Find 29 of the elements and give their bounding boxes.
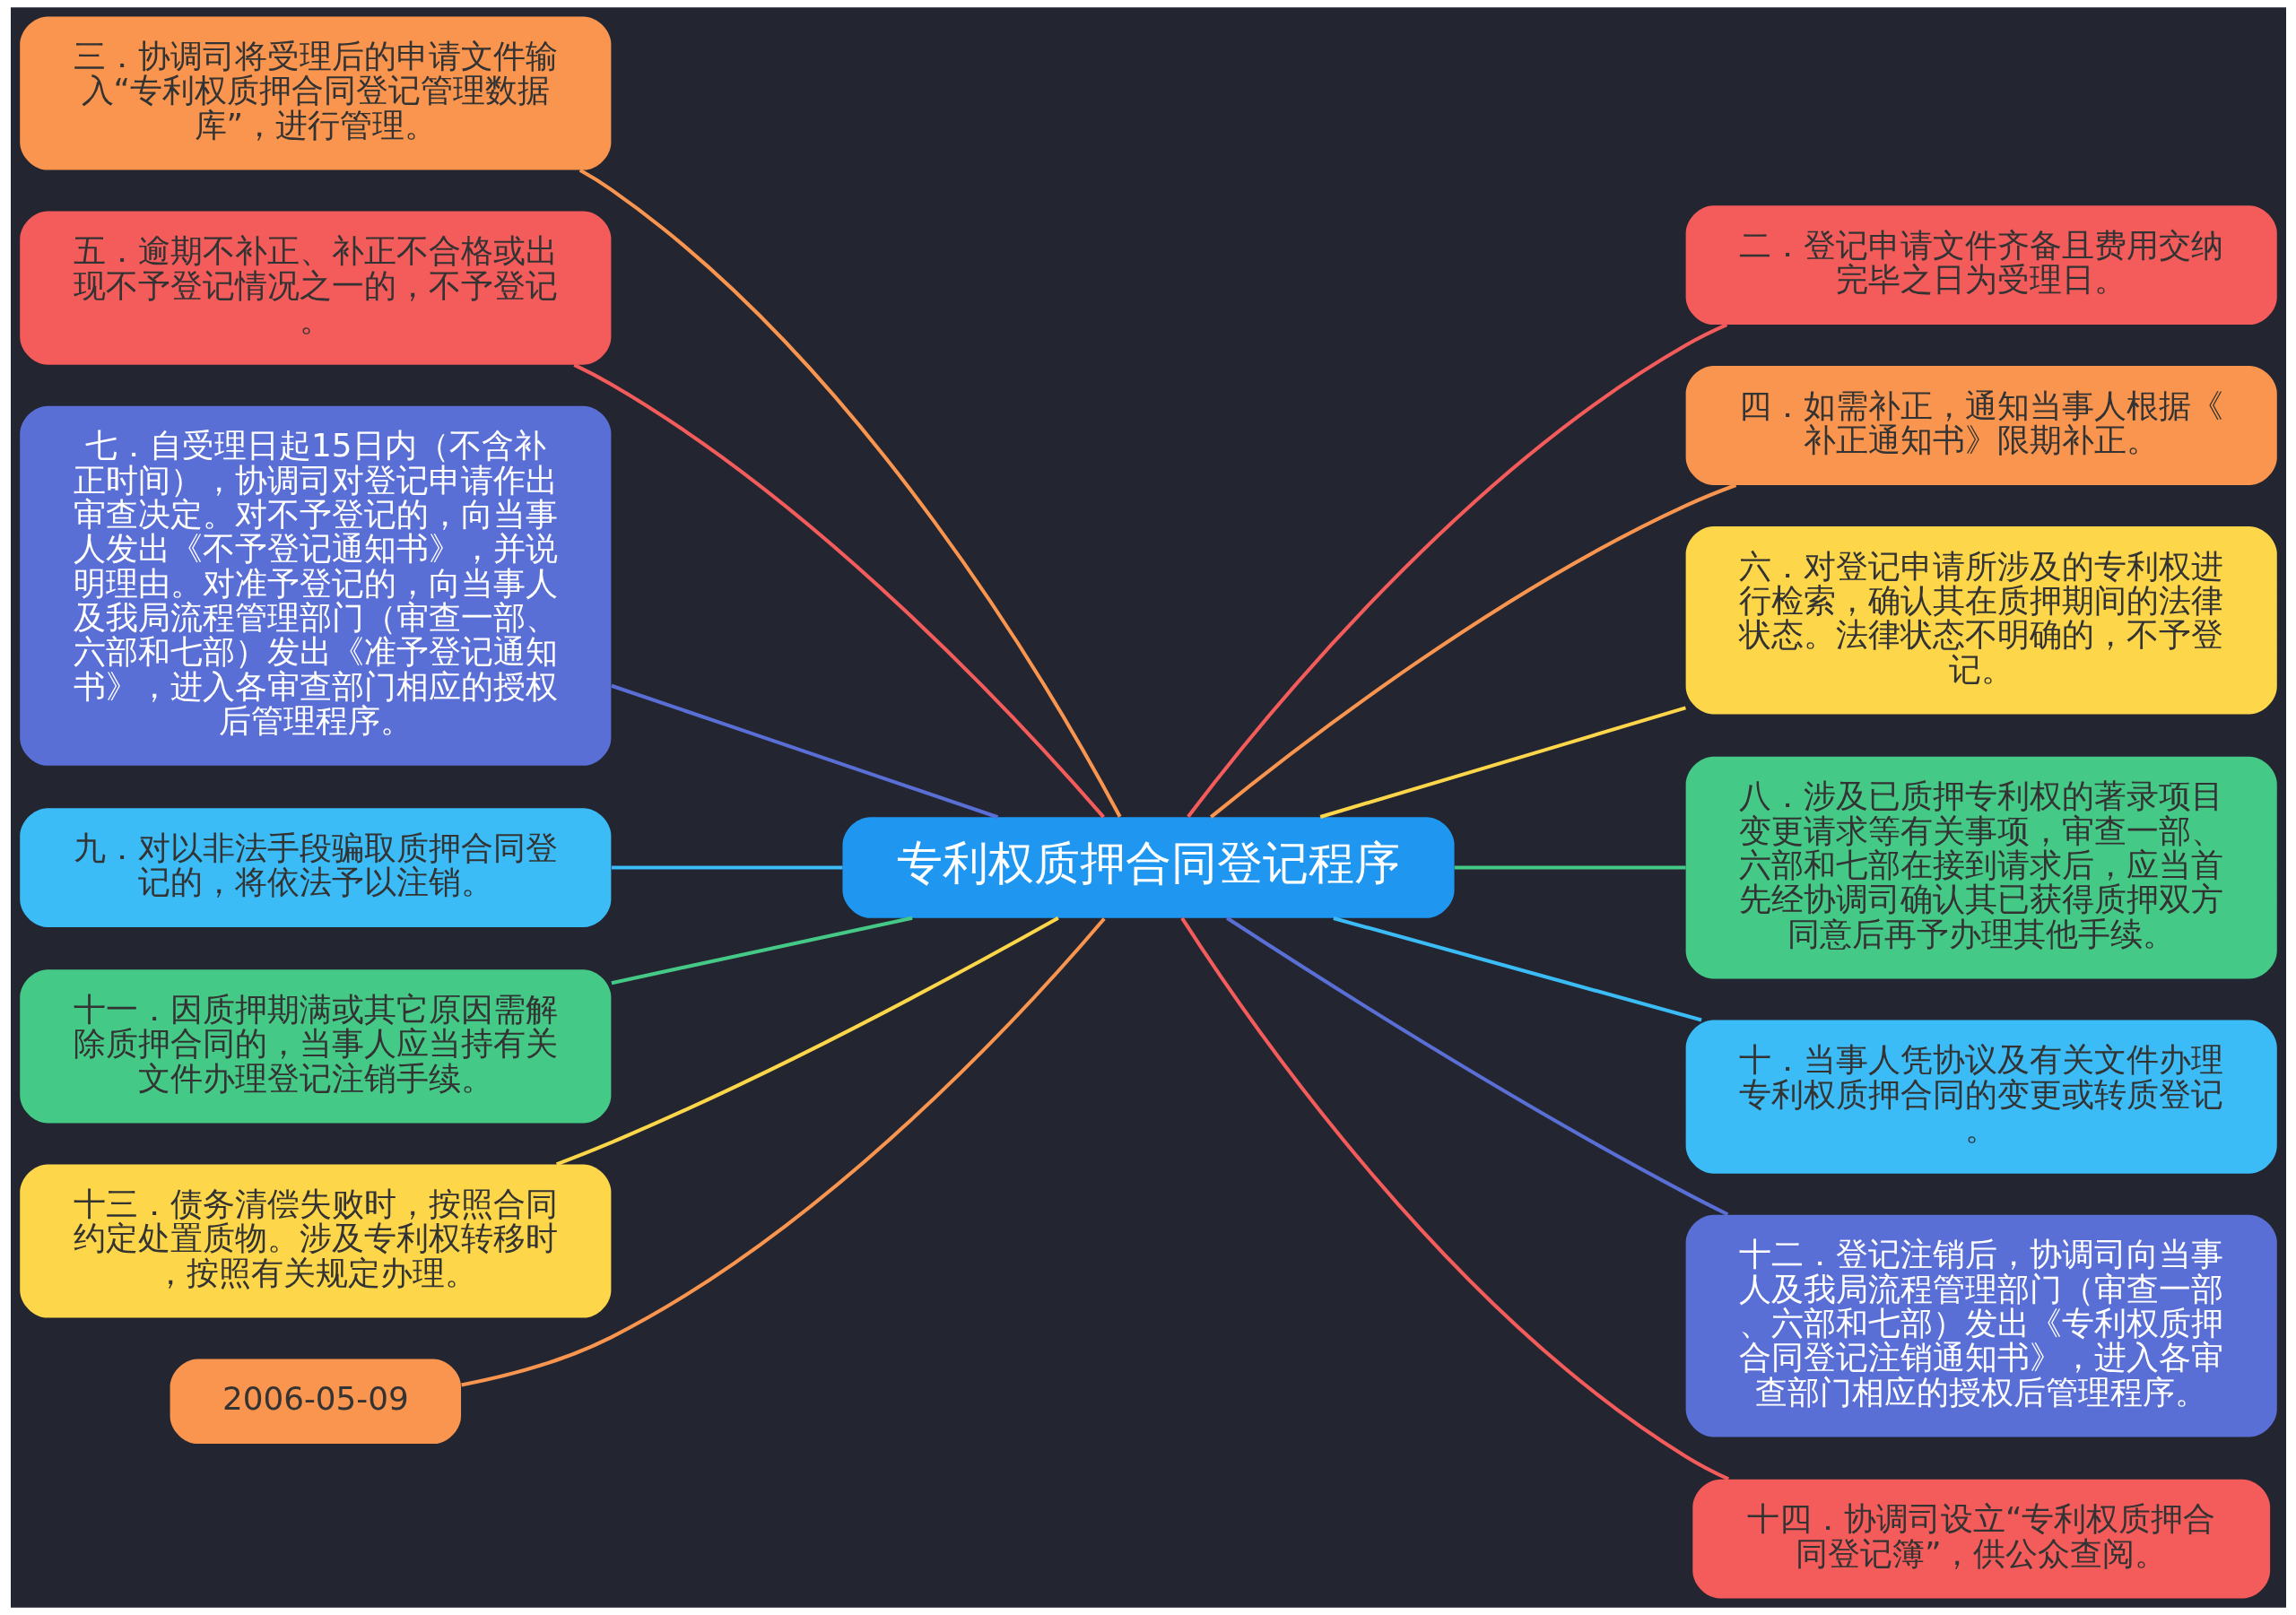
- connector: [578, 169, 1121, 818]
- node-box: 八．涉及已质押专利权的著录项目变更请求等有关事项，审查一部、六部和七部在接到请求后，应当首先经协调司确认其已获得质押双方同意后再予办理其他手续。: [1685, 756, 2277, 979]
- connector: [1186, 323, 1727, 818]
- connector: [1179, 916, 1729, 1481]
- connector: [610, 683, 998, 820]
- node-box: 六．对登记申请所涉及的专利权进行检索，确认其在质押期间的法律状态。法律状态不明确的，不予登记。: [1685, 525, 2277, 715]
- connector: [572, 363, 1105, 819]
- node-box: 三．协调司将受理后的申请文件输入“专利权质押合同登记管理数据库”，进行管理。: [19, 16, 611, 170]
- connector: [611, 865, 842, 870]
- node-box: 二．登记申请文件齐备且费用交纳完毕之日为受理日。: [1685, 205, 2277, 326]
- connector: [611, 916, 913, 985]
- node-box: 五．逾期不补正、补正不合格或出现不予登记情况之一的，不予登记。: [19, 211, 611, 365]
- node-box: 七．自受理日起15日内（不含补正时间），协调司对登记申请作出审查决定。对不予登记的，向当事人发出《不予登记通知书》，并说明理由。对准予登记的，向当事人及我局流程管理部门（审查一部、六部和七部）发出《准予登记通知书》，进入各审查部门相应的授权后管理程序。: [19, 405, 611, 766]
- node-box: 十三．债务清偿失败时，按照合同约定处置质物。涉及专利权转移时，按照有关规定办理。: [19, 1164, 611, 1318]
- connector: [1454, 865, 1686, 870]
- node-box: 专利权质押合同登记程序: [841, 817, 1455, 918]
- node-box: 十四．协调司设立“专利权质押合同登记簿”，供公众查阅。: [1692, 1479, 2270, 1599]
- node-box: 十一．因质押期满或其它原因需解除质押合同的，当事人应当持有关文件办理登记注销手续。: [19, 969, 611, 1124]
- node-box: 九．对以非法手段骗取质押合同登记的，将依法予以注销。: [19, 808, 611, 927]
- connector: [1209, 483, 1736, 819]
- connector: [555, 916, 1059, 1167]
- node-box: 四．如需补正，通知当事人根据《补正通知书》限期补正。: [1685, 366, 2277, 485]
- connector: [1319, 706, 1686, 819]
- node-box: 十．当事人凭协议及有关文件办理专利权质押合同的变更或转质登记。: [1685, 1020, 2277, 1174]
- node-box: 2006-05-09: [170, 1359, 461, 1445]
- connector: [1332, 916, 1702, 1022]
- connector: [460, 917, 1106, 1387]
- connector: [1225, 916, 1728, 1217]
- node-box: 十二．登记注销后，协调司向当事人及我局流程管理部门（审查一部、六部和七部）发出《专利权质押合同登记注销通知书》，进入各审查部门相应的授权后管理程序。: [1685, 1214, 2277, 1437]
